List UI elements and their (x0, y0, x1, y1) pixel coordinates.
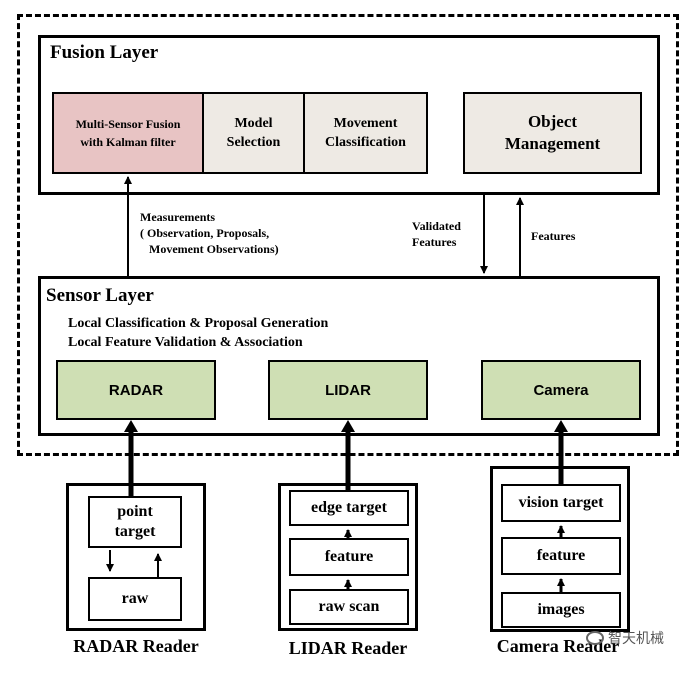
validated-features-line1: Validated (412, 219, 461, 233)
radar-sensor-box: RADAR (56, 360, 216, 420)
point-target-box: point target (88, 496, 182, 548)
edge-target-box: edge target (289, 490, 409, 526)
vision-target-box: vision target (501, 484, 621, 522)
radar-up-arrowhead (124, 420, 138, 432)
object-management-box: Object Management (463, 92, 642, 174)
watermark-icon (586, 631, 604, 645)
object-management-line2: Management (504, 134, 601, 153)
radar-reader-label: RADAR Reader (73, 636, 199, 656)
movement-classification-box: Movement Classification (303, 92, 428, 174)
lidar-feature-box: feature (289, 538, 409, 576)
radar-raw-box: raw (88, 577, 182, 621)
images-box: images (501, 592, 621, 628)
lidar-reader-label: LIDAR Reader (288, 638, 408, 658)
validated-features-label: Validated Features (412, 218, 461, 250)
camera-up-arrowhead (554, 420, 568, 432)
measurements-line2: ( Observation, Proposals, (140, 226, 270, 240)
measurements-line3: Movement Observations) (149, 242, 279, 256)
point-target-line2: target (114, 523, 156, 540)
measurements-line1: Measurements (140, 210, 216, 224)
multi-sensor-fusion-box: Multi-Sensor Fusion with Kalman filter (52, 92, 204, 174)
multi-sensor-fusion-line1: Multi-Sensor Fusion (75, 117, 181, 131)
watermark-text: 智天机械 (608, 631, 664, 647)
validated-features-line2: Features (412, 235, 457, 249)
object-management-line1: Object (527, 112, 578, 131)
raw-scan-box: raw scan (289, 589, 409, 625)
lidar-sensor-box: LIDAR (268, 360, 428, 420)
camera-feature-box: feature (501, 537, 621, 575)
point-target-line1: point (117, 503, 153, 520)
model-selection-line2: Selection (226, 135, 281, 150)
sensor-layer-title: Sensor Layer (46, 285, 154, 306)
movement-classification-line2: Classification (325, 135, 406, 150)
multi-sensor-fusion-line2: with Kalman filter (80, 135, 176, 149)
watermark: 智天机械 (586, 628, 664, 648)
features-label: Features (531, 229, 576, 243)
movement-classification-line1: Movement (333, 116, 398, 131)
sensor-layer-line1: Local Classification & Proposal Generati… (68, 316, 329, 331)
camera-sensor-box: Camera (481, 360, 641, 420)
measurements-label: Measurements ( Observation, Proposals, M… (140, 209, 279, 257)
fusion-layer-title: Fusion Layer (50, 42, 159, 63)
sensor-layer-line2: Local Feature Validation & Association (68, 335, 303, 350)
model-selection-line1: Model (234, 116, 273, 131)
model-selection-box: Model Selection (202, 92, 305, 174)
lidar-up-arrowhead (341, 420, 355, 432)
